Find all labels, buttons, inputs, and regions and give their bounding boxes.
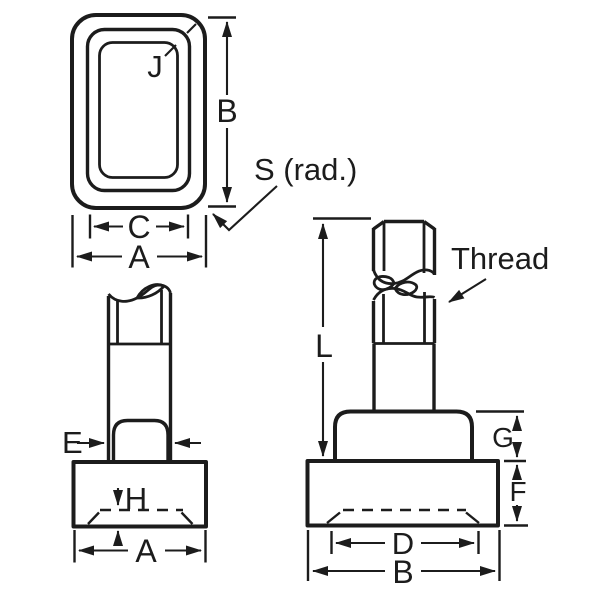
side-view: L Thread G F D [305, 217, 549, 590]
front-chamfer-right [180, 511, 194, 525]
front-break-line [107, 283, 172, 303]
front-break-loop [135, 283, 166, 300]
label-c-width: C [127, 209, 150, 245]
label-e-neck: E [62, 425, 83, 460]
dim-f-head-height: F [504, 464, 528, 527]
dim-b-head-width: B [306, 530, 501, 590]
front-chamfer-left [87, 511, 100, 525]
dim-c-inner-width: C [88, 209, 190, 245]
label-s-radius: S (rad.) [254, 152, 357, 187]
dim-s-fillet-radius: S (rad.) [212, 152, 357, 232]
dim-a-top-view-width: A [71, 215, 208, 275]
top-view-middle-profile [85, 27, 192, 193]
label-b-head-width: B [392, 554, 413, 590]
label-a-width-front: A [135, 533, 157, 569]
dim-g-boss-height: G [476, 410, 526, 463]
dim-b-top-view-height: B [208, 16, 238, 208]
label-h: H [125, 481, 147, 516]
label-b-height: B [216, 93, 237, 129]
front-neck-boss [111, 418, 170, 462]
side-break-line-lower [372, 286, 436, 301]
side-boss-pad [333, 409, 474, 461]
side-head-outline [305, 459, 500, 528]
top-view-inner-profile [98, 41, 179, 179]
dim-j-corner-radius: J [147, 23, 197, 84]
callout-thread: Thread [448, 241, 549, 303]
top-view: J B S (rad.) C A [70, 13, 357, 275]
label-l-length: L [315, 328, 333, 364]
side-chamfer-left [326, 511, 341, 524]
top-view-outer-profile [70, 13, 207, 210]
dim-l-length: L [313, 217, 371, 457]
side-break-line-upper [372, 268, 436, 286]
side-bolt-end-piece [371, 219, 437, 292]
label-g: G [492, 422, 514, 453]
label-f: F [509, 476, 526, 507]
label-j: J [147, 49, 163, 84]
dim-e-neck-width: E [62, 425, 201, 460]
front-head-outline [71, 460, 208, 529]
side-break-loop-lower [393, 280, 419, 296]
label-d: D [392, 526, 414, 561]
dim-a-front-view-width: A [73, 530, 207, 569]
front-view: E H A [62, 283, 208, 569]
label-a-width-top: A [128, 239, 150, 275]
dim-h-head-inner-height: H [113, 481, 147, 546]
side-chamfer-right [465, 511, 480, 524]
dim-d-bottom-face-width: D [330, 526, 480, 561]
label-thread: Thread [451, 241, 549, 276]
